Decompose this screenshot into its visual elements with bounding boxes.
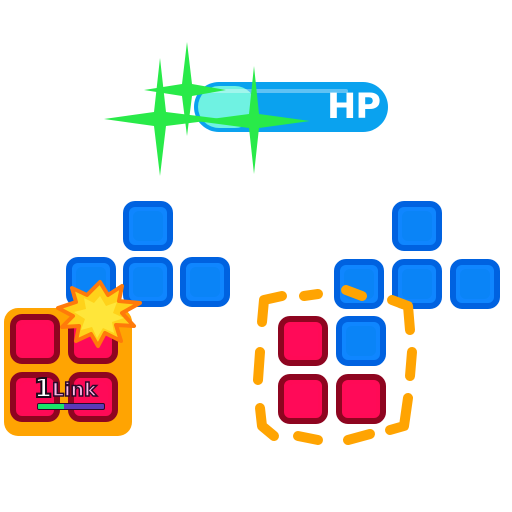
falling-blue-block[interactable] <box>336 316 386 366</box>
hp-label: HP <box>327 87 381 127</box>
sparkle-icon <box>196 66 310 174</box>
blue-block[interactable] <box>123 257 173 307</box>
red-block[interactable] <box>336 374 386 424</box>
link-progress-bar <box>37 403 105 410</box>
red-block[interactable] <box>278 374 328 424</box>
blue-block[interactable] <box>123 201 173 251</box>
blue-block[interactable] <box>450 259 500 309</box>
blue-block[interactable] <box>392 201 442 251</box>
link-label: Link <box>51 378 97 402</box>
red-block[interactable] <box>278 316 328 366</box>
link-counter: 1 Link <box>33 373 108 414</box>
sparkle-icon <box>144 42 226 136</box>
blue-block[interactable] <box>180 257 230 307</box>
sparkle-icon <box>104 58 222 176</box>
link-count: 1 <box>33 373 53 405</box>
red-block[interactable] <box>10 314 60 364</box>
hp-shine <box>210 89 348 93</box>
red-block[interactable] <box>10 372 60 422</box>
link-progress-fill <box>38 404 65 409</box>
